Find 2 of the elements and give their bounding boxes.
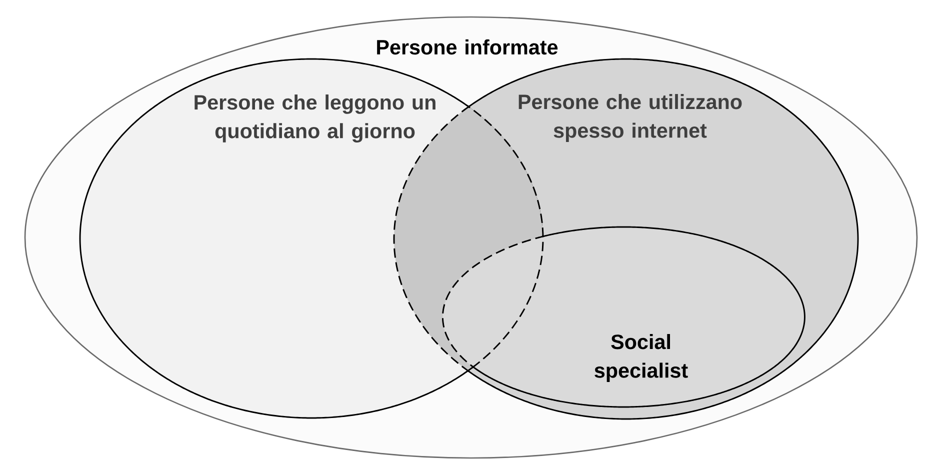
set-label: Persone che leggono un quotidiano al giorno (194, 94, 436, 142)
set-label: Persone informate (377, 39, 558, 55)
